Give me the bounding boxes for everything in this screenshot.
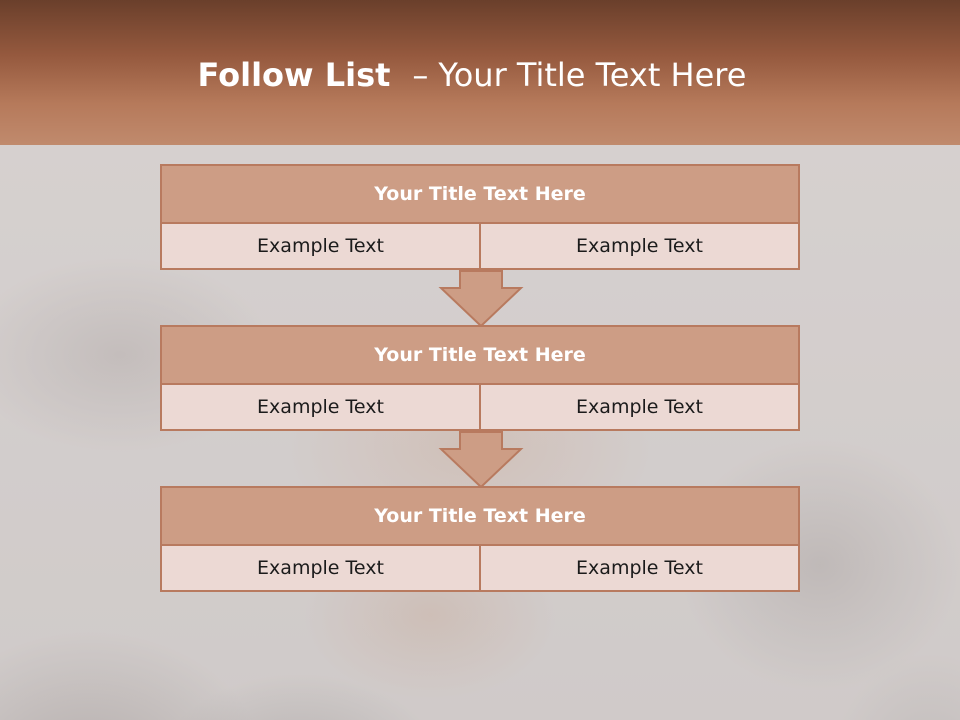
block-heading[interactable]: Your Title Text Here (162, 327, 798, 385)
header-band: Follow List–Your Title Text Here (0, 0, 960, 145)
block-cell-right[interactable]: Example Text (479, 546, 798, 590)
title-bold-part: Follow List (197, 56, 391, 94)
title-separator: – (412, 56, 429, 94)
down-arrow-icon (438, 431, 524, 489)
list-block-1[interactable]: Your Title Text Here Example Text Exampl… (160, 164, 800, 270)
down-arrow-icon (438, 270, 524, 328)
block-heading[interactable]: Your Title Text Here (162, 488, 798, 546)
block-cell-left[interactable]: Example Text (162, 546, 479, 590)
slide-title[interactable]: Follow List–Your Title Text Here (0, 56, 944, 94)
list-block-3[interactable]: Your Title Text Here Example Text Exampl… (160, 486, 800, 592)
block-heading[interactable]: Your Title Text Here (162, 166, 798, 224)
block-cell-left[interactable]: Example Text (162, 385, 479, 429)
block-row: Example Text Example Text (162, 224, 798, 268)
block-cell-right[interactable]: Example Text (479, 224, 798, 268)
block-row: Example Text Example Text (162, 385, 798, 429)
title-rest: Your Title Text Here (438, 56, 747, 94)
list-block-2[interactable]: Your Title Text Here Example Text Exampl… (160, 325, 800, 431)
block-cell-right[interactable]: Example Text (479, 385, 798, 429)
block-cell-left[interactable]: Example Text (162, 224, 479, 268)
block-row: Example Text Example Text (162, 546, 798, 590)
